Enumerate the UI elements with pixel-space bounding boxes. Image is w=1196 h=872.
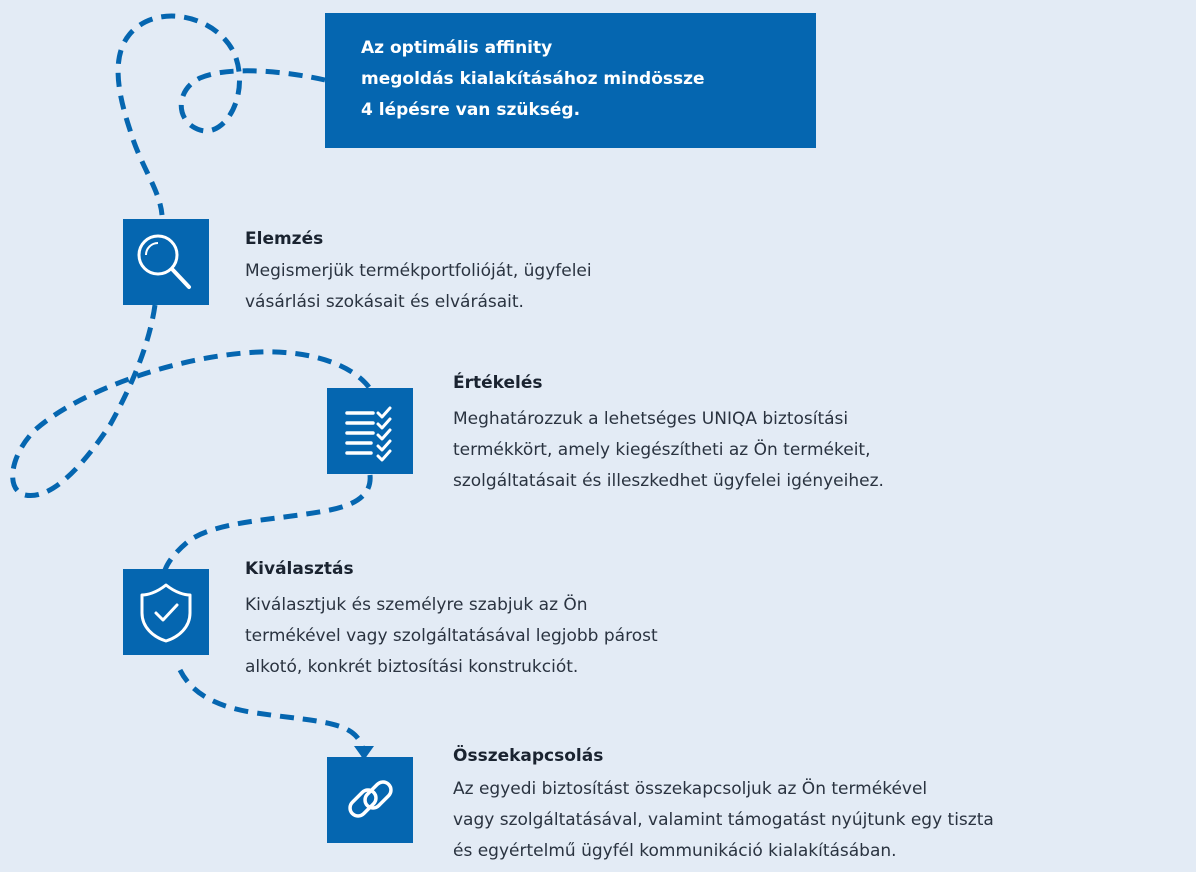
step-line: alkotó, konkrét biztosítási konstrukciót… [245,657,579,677]
step-line: termékével vagy szolgáltatásával legjobb… [245,626,658,646]
shield-check-icon [140,583,192,643]
step-line: Meghatározzuk a lehetséges UNIQA biztosí… [453,409,849,429]
intro-line: Az optimális affinity [361,38,553,58]
magnifier-icon [137,234,191,289]
step-line: termékkört, amely kiegészítheti az Ön te… [453,440,871,460]
step-line: és egyértelmű ügyfél kommunikáció kialak… [453,841,897,861]
intro-line: 4 lépésre van szükség. [361,100,581,120]
step-line: Az egyedi biztosítást összekapcsoljuk az… [453,779,928,799]
chain-link-icon [348,780,393,818]
step-title: Elemzés [245,229,324,249]
step-line: Kiválasztjuk és személyre szabjuk az Ön [245,595,588,615]
step-1-icon-box [123,219,209,305]
step-3-icon-box [123,569,209,655]
step-description: Megismerjük termékportfolióját, ügyfelei… [245,256,592,318]
step-description: Az egyedi biztosítást összekapcsoljuk az… [453,774,994,867]
step-2-icon-box [327,388,413,474]
step-title: Kiválasztás [245,559,354,579]
step-line: Megismerjük termékportfolióját, ügyfelei [245,261,592,281]
step-line: vásárlási szokásait és elvárásait. [245,292,524,312]
step-title: Értékelés [453,373,543,393]
step-line: szolgáltatásait és illeszkedhet ügyfelei… [453,471,884,491]
step-4-icon-box [327,757,413,843]
checklist-icon [345,406,392,462]
step-description: Kiválasztjuk és személyre szabjuk az Ön … [245,590,658,683]
step-title: Összekapcsolás [453,746,604,766]
step-line: vagy szolgáltatásával, valamint támogatá… [453,810,994,830]
intro-callout: Az optimális affinity megoldás kialakítá… [325,13,816,148]
intro-line: megoldás kialakításához mindössze [361,69,705,89]
step-description: Meghatározzuk a lehetséges UNIQA biztosí… [453,404,884,497]
